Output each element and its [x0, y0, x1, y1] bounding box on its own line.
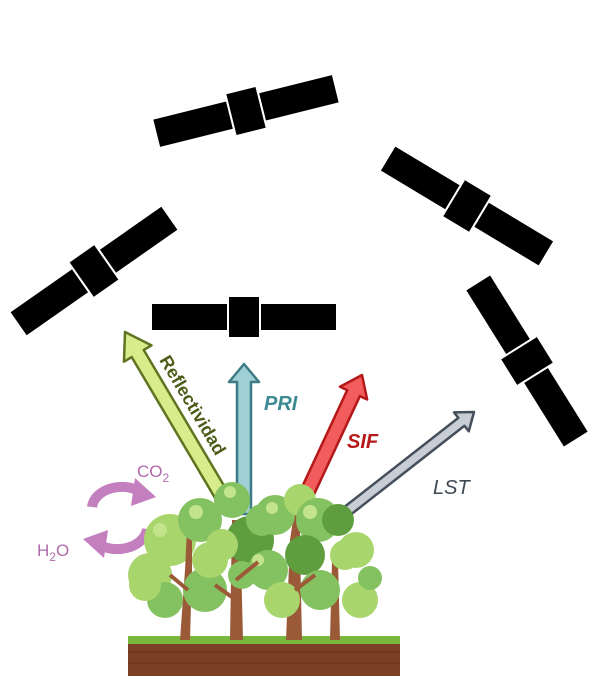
- satellite-body: [225, 86, 267, 136]
- satellite-body: [442, 179, 492, 233]
- h2o-label: H2O: [37, 541, 69, 564]
- satellite-panel: [259, 75, 339, 121]
- satellite-top: [153, 75, 339, 147]
- pri-arrow: [227, 362, 261, 516]
- satellite-panel: [261, 304, 336, 330]
- satellite-panel: [466, 275, 530, 355]
- satellite-panel: [524, 367, 588, 447]
- satellite-body: [68, 244, 120, 298]
- co2-label: CO2: [137, 462, 170, 485]
- satellite-upper-right: [380, 146, 554, 266]
- satellite-panel: [10, 269, 89, 336]
- satellite-panel: [474, 202, 554, 266]
- pri-label: PRI: [264, 393, 298, 415]
- reflectividad-arrow: [122, 330, 233, 507]
- satellite-panel: [153, 101, 233, 147]
- satellite-left: [10, 206, 178, 336]
- satellite-panel: [99, 206, 178, 273]
- sif-label: SIF: [347, 431, 379, 453]
- lst-arrow: [337, 410, 476, 521]
- satellite-panel: [380, 146, 460, 210]
- satellite-body: [228, 297, 260, 337]
- satellite-body: [500, 336, 554, 386]
- lst-label: LST: [433, 477, 471, 499]
- satellite-center: [152, 297, 336, 337]
- satellite-right: [466, 275, 588, 447]
- soil: [128, 640, 400, 676]
- forest-canopy: [128, 482, 382, 640]
- grass: [128, 636, 400, 644]
- satellite-panel: [152, 304, 227, 330]
- ground: [128, 636, 400, 676]
